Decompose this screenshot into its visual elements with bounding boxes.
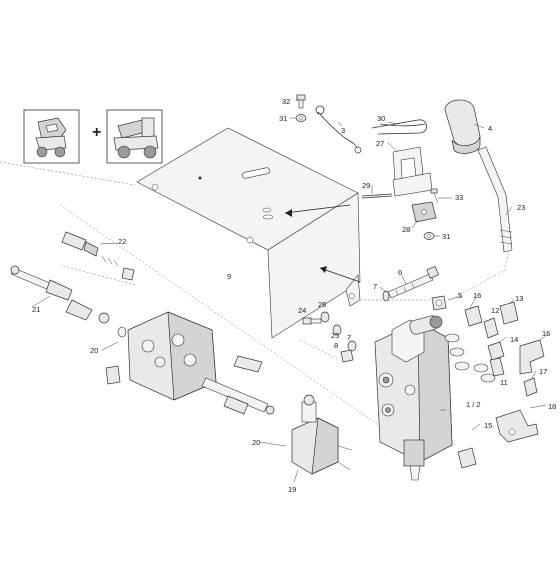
callout-32: 32 <box>282 97 290 106</box>
callout-4: 4 <box>488 124 492 133</box>
callout-3: 3 <box>341 126 345 135</box>
leader-lines <box>31 96 549 483</box>
lanyard-pin-3 <box>315 105 362 154</box>
screw-33 <box>430 188 439 204</box>
callout-11: 11 <box>500 378 508 387</box>
bolt-32 <box>296 94 306 109</box>
callout-20-right: 20 <box>252 438 260 447</box>
callout-24: 24 <box>298 306 306 315</box>
callout-16-top: 16 <box>473 291 481 300</box>
control-valve-assembly <box>374 315 453 481</box>
block-28 <box>411 201 437 223</box>
fitting-12 <box>483 317 499 339</box>
callout-7-top: 7 <box>373 282 377 291</box>
washer-20-left <box>117 326 127 338</box>
callout-23: 23 <box>517 203 525 212</box>
fitting-11 <box>489 357 505 377</box>
machine-thumbnail-dumper <box>106 109 163 164</box>
machine-thumbnail-dumper-tipping <box>23 109 80 164</box>
callout-31-top: 31 <box>279 114 287 123</box>
nut-31-bottom <box>423 232 435 240</box>
callout-22: 22 <box>118 237 126 246</box>
callout-33: 33 <box>455 193 463 202</box>
mounting-plate <box>136 127 361 339</box>
callout-18: 18 <box>548 402 556 411</box>
plate-arrow-right <box>319 267 361 283</box>
callout-27: 27 <box>376 139 384 148</box>
spool-21 <box>10 265 110 324</box>
callout-13: 13 <box>515 294 523 303</box>
nut-5 <box>431 295 447 311</box>
control-knob-4 <box>444 99 481 154</box>
fitting-16-top <box>464 305 483 327</box>
callout-25: 25 <box>331 331 339 340</box>
callout-8: 8 <box>334 341 338 350</box>
callout-16-right: 16 <box>542 329 550 338</box>
washer-25 <box>332 324 342 336</box>
control-lever-23 <box>477 146 513 253</box>
spring-22 <box>61 231 135 281</box>
washer-7-top <box>382 290 390 302</box>
fitting-17 <box>523 377 538 397</box>
spool-20-right <box>201 355 275 415</box>
nut-31-top <box>295 114 307 122</box>
washer-stack <box>444 333 496 383</box>
callout-6: 6 <box>398 268 402 277</box>
plug-left <box>105 365 121 385</box>
callout-14: 14 <box>510 335 518 344</box>
washer-26 <box>320 311 330 323</box>
callout-12: 12 <box>491 306 499 315</box>
bolt-24 <box>302 317 322 325</box>
actuator-19 <box>291 394 353 475</box>
plate-arrow-left <box>284 204 351 214</box>
callout-17: 17 <box>539 367 547 376</box>
callout-28: 28 <box>402 225 410 234</box>
callout-19: 19 <box>288 485 296 494</box>
bracket-27 <box>392 146 433 197</box>
callout-21: 21 <box>32 305 40 314</box>
fitting-13 <box>499 301 519 325</box>
callout-9: 9 <box>227 272 231 281</box>
callout-30: 30 <box>377 114 385 123</box>
bolt-6 <box>387 265 439 299</box>
fitting-15 <box>457 447 477 469</box>
callout-26: 26 <box>318 300 326 309</box>
r-clip-30 <box>371 119 427 135</box>
valve-section <box>127 311 217 401</box>
callout-5: 5 <box>458 291 462 300</box>
callout-15: 15 <box>484 421 492 430</box>
pin-29 <box>361 193 393 199</box>
callout-7-mid: 7 <box>347 333 351 342</box>
callout-1-2: 1 / 2 <box>466 400 481 409</box>
washer-7-mid <box>347 340 357 352</box>
fitting-14 <box>487 341 505 361</box>
callout-29: 29 <box>362 181 370 190</box>
nut-8 <box>340 349 354 363</box>
callout-20-left: 20 <box>90 346 98 355</box>
callout-31-bottom: 31 <box>442 232 450 241</box>
plus-sign: + <box>92 124 101 141</box>
tee-18 <box>495 409 539 443</box>
